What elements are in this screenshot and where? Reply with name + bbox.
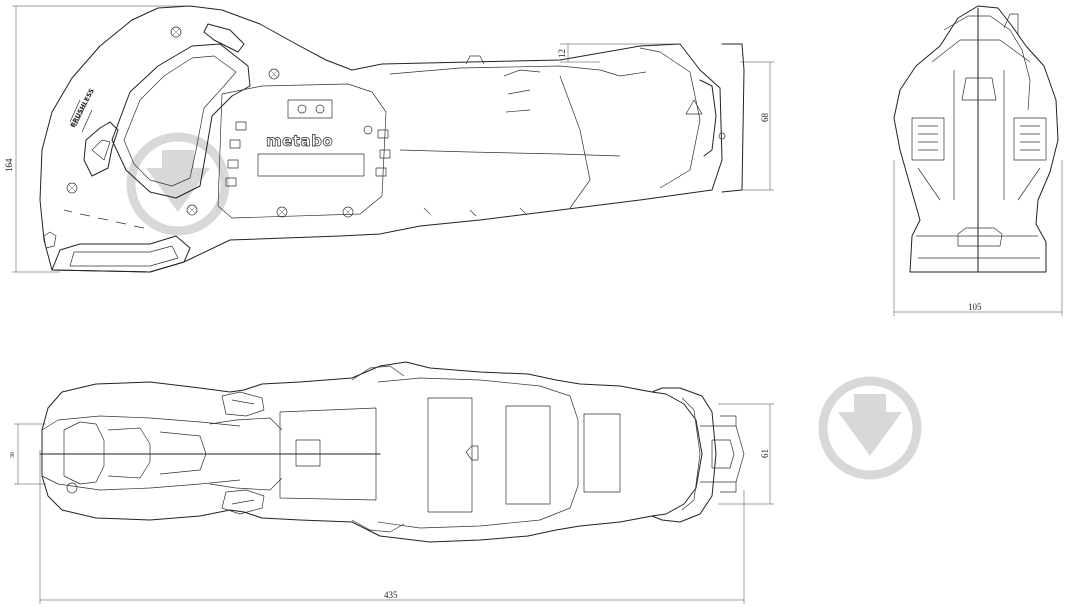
dimension-offset-label: 12 (557, 49, 567, 58)
dimension-front-height-label: 68 (760, 113, 770, 123)
dimension-height-label: 164 (4, 158, 14, 172)
dimension-handle-width-label: 36 (10, 452, 16, 458)
top-view (39, 361, 745, 543)
metabo-logo: metabo (266, 132, 333, 150)
side-view: BRUSHLESS metabo (39, 5, 745, 273)
dimension-length-label: 435 (384, 590, 398, 600)
front-view (893, 5, 1059, 273)
dimension-top-front-label: 61 (760, 449, 770, 458)
screw-icons (66, 26, 373, 218)
watermark-icon-left (126, 132, 230, 236)
dimension-width-label: 105 (968, 302, 982, 312)
model-label: BRUSHLESS (69, 87, 96, 129)
watermark-icon-right (818, 376, 922, 480)
dimension-lines: 164 12 68 105 61 36 435 (4, 5, 1063, 604)
